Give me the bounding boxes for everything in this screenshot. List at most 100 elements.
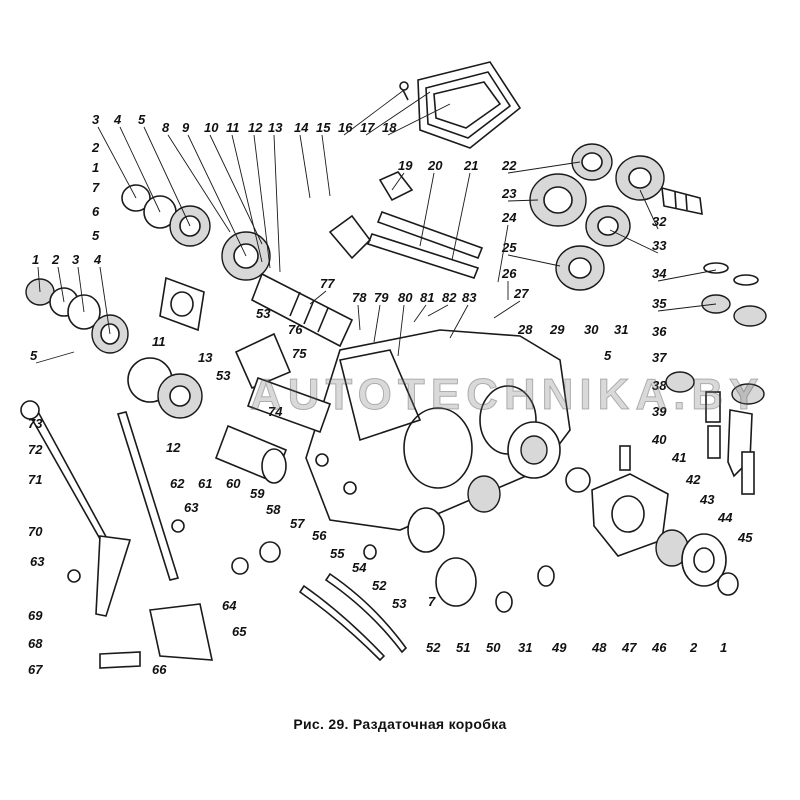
leader-line-80 <box>397 304 405 357</box>
part-number-65: 65 <box>232 624 247 639</box>
part-number-77: 77 <box>320 276 335 291</box>
part-number-46: 46 <box>651 640 667 655</box>
figure-caption: Рис. 29. Раздаточная коробка <box>293 716 507 732</box>
part-number-71: 71 <box>28 472 42 487</box>
part-number-15: 15 <box>316 120 331 135</box>
leader-line-35 <box>657 303 717 312</box>
part-number-40: 40 <box>651 432 667 447</box>
part-number-39: 39 <box>652 404 667 419</box>
part-number-68: 68 <box>28 636 43 651</box>
leader-line-17 <box>365 91 431 136</box>
part-number-63b: 63 <box>184 500 199 515</box>
leader-line-77 <box>309 290 327 305</box>
leader-line-32 <box>639 189 659 230</box>
right-column-parts <box>619 262 767 495</box>
part-number-11a: 11 <box>226 120 240 135</box>
leader-line-79 <box>373 304 381 343</box>
part-number-76: 76 <box>288 322 303 337</box>
part-number-60: 60 <box>226 476 241 491</box>
part-number-51: 51 <box>456 640 470 655</box>
part-number-13a: 13 <box>268 120 283 135</box>
part-number-64: 64 <box>222 598 237 613</box>
part-number-53c: 53 <box>216 368 231 383</box>
cables <box>231 541 408 662</box>
part-number-3a: 3 <box>72 252 80 267</box>
part-number-26: 26 <box>501 266 517 281</box>
part-number-80: 80 <box>398 290 413 305</box>
part-number-12a: 12 <box>248 120 263 135</box>
leader-line-3b <box>97 126 137 199</box>
part-number-67: 67 <box>28 662 43 677</box>
leader-line-5a <box>35 351 75 364</box>
part-number-9: 9 <box>182 120 190 135</box>
part-number-23: 23 <box>501 186 517 201</box>
part-number-78: 78 <box>352 290 367 305</box>
leader-line-23 <box>507 199 539 202</box>
leader-line-8 <box>167 134 231 233</box>
part-number-2b: 2 <box>91 140 100 155</box>
leader-line-3a <box>77 266 85 313</box>
leader-line-11a <box>231 134 263 263</box>
shift-rods <box>328 171 484 279</box>
part-number-5a: 5 <box>30 348 38 363</box>
part-number-7b: 7 <box>428 594 436 609</box>
part-number-79: 79 <box>374 290 389 305</box>
part-number-13b: 13 <box>198 350 213 365</box>
main-housing <box>305 329 571 531</box>
leader-line-19 <box>391 172 405 191</box>
leader-line-78 <box>357 304 361 331</box>
leader-line-15 <box>321 134 331 197</box>
part-number-35: 35 <box>652 296 667 311</box>
leader-line-4b <box>119 126 161 213</box>
part-number-31a: 31 <box>614 322 628 337</box>
leader-line-13a <box>273 134 281 273</box>
part-number-29: 29 <box>549 322 565 337</box>
part-number-17: 17 <box>360 120 375 135</box>
part-number-8: 8 <box>162 120 170 135</box>
part-number-55: 55 <box>330 546 345 561</box>
part-number-54: 54 <box>352 560 367 575</box>
leader-line-2a <box>57 266 65 303</box>
part-number-82: 82 <box>442 290 457 305</box>
part-number-5d: 5 <box>604 348 612 363</box>
part-number-58: 58 <box>266 502 281 517</box>
part-number-50: 50 <box>486 640 501 655</box>
right-flange-assembly <box>507 421 739 596</box>
part-number-43: 43 <box>699 492 715 507</box>
part-number-10: 10 <box>204 120 219 135</box>
leader-lines <box>35 89 717 364</box>
part-number-69: 69 <box>28 608 43 623</box>
part-number-44: 44 <box>717 510 733 525</box>
part-number-37: 37 <box>652 350 667 365</box>
part-number-2a: 2 <box>51 252 60 267</box>
lower-small-parts <box>363 475 555 613</box>
part-number-1c: 1 <box>720 640 727 655</box>
part-number-30: 30 <box>584 322 599 337</box>
part-number-53a: 53 <box>256 306 271 321</box>
part-number-5b: 5 <box>138 112 146 127</box>
part-number-4a: 4 <box>93 252 102 267</box>
part-number-31b: 31 <box>518 640 532 655</box>
input-shaft-middle <box>127 332 332 484</box>
part-number-74: 74 <box>268 404 283 419</box>
leader-line-4a <box>99 266 111 335</box>
part-number-21: 21 <box>463 158 478 173</box>
part-number-1b: 1 <box>92 160 99 175</box>
part-number-20: 20 <box>427 158 443 173</box>
leader-line-24 <box>497 224 509 283</box>
leader-line-20 <box>419 172 435 247</box>
part-number-57: 57 <box>290 516 305 531</box>
leader-line-34 <box>657 269 717 282</box>
part-number-24: 24 <box>501 210 517 225</box>
leader-line-14 <box>299 134 311 199</box>
leader-line-22 <box>507 161 581 174</box>
part-number-6: 6 <box>92 204 100 219</box>
output-shaft-left <box>25 184 354 354</box>
leader-line-18 <box>387 103 451 136</box>
gear-cluster <box>529 143 703 291</box>
part-number-38: 38 <box>652 378 667 393</box>
part-number-73: 73 <box>28 416 43 431</box>
part-number-59: 59 <box>250 486 265 501</box>
